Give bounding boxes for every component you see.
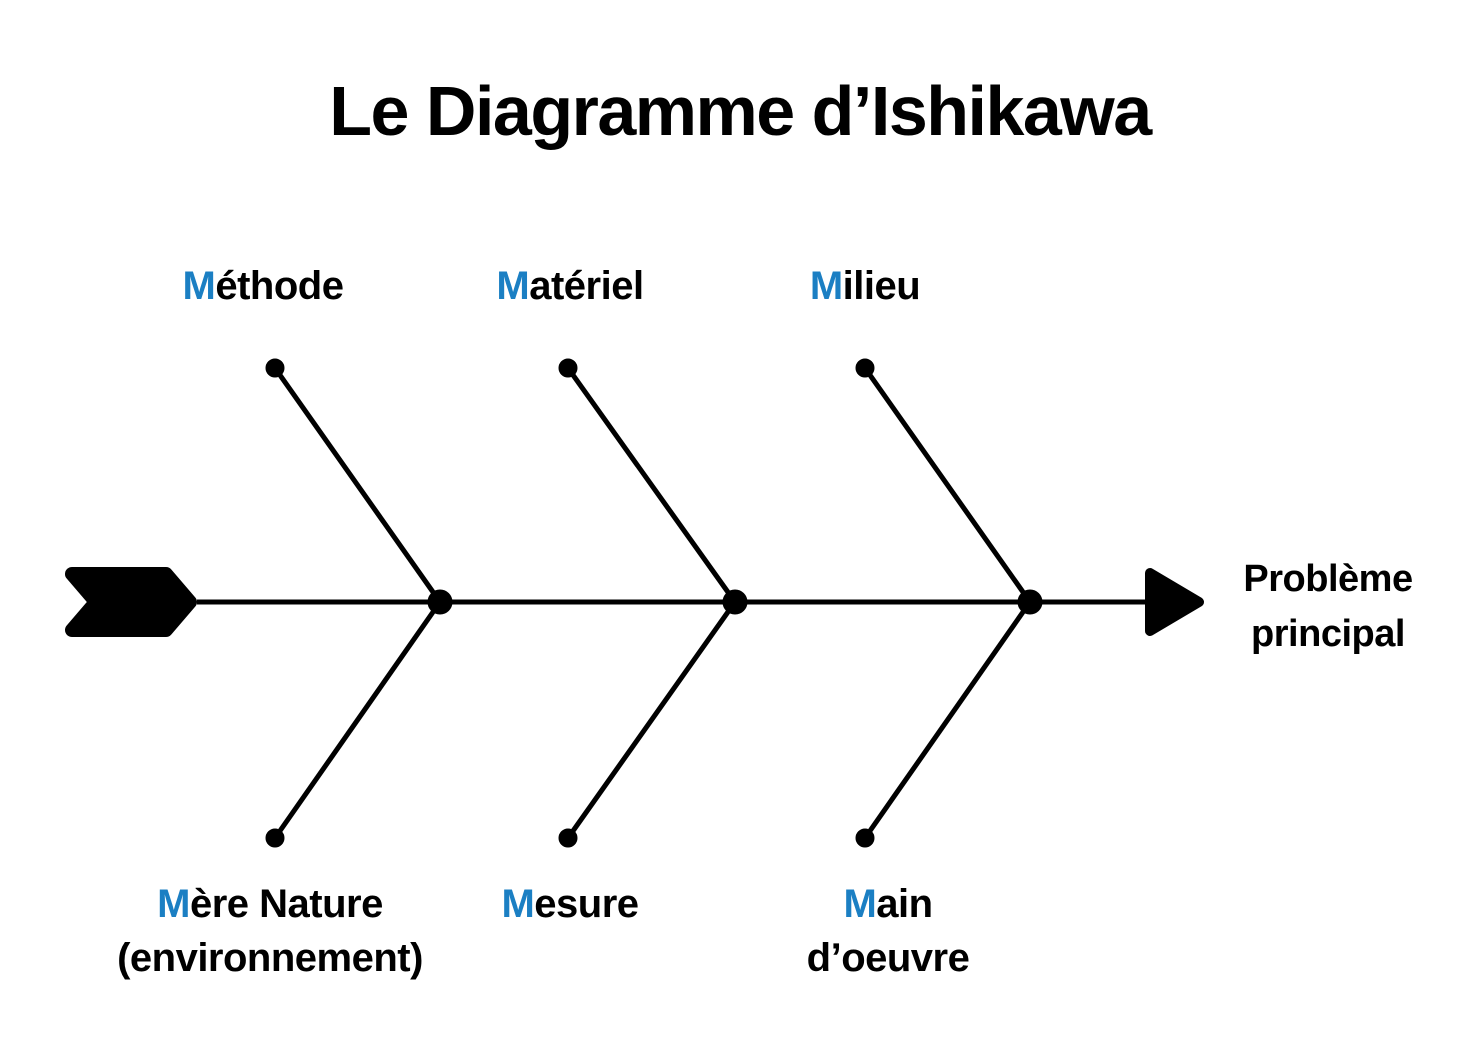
cause-label-materiel: Matériel	[496, 264, 644, 308]
cause-line1: Main	[807, 882, 970, 926]
cause-initial: M	[809, 264, 843, 308]
effect-line2: principal	[1251, 613, 1405, 655]
cause-initial: M	[157, 882, 190, 926]
cause-initial: M	[496, 264, 530, 308]
page-title: Le Diagramme d’Ishikawa	[329, 72, 1152, 150]
cause-rest: ilieu	[842, 264, 921, 308]
branch-end-dot	[558, 358, 578, 378]
branch-end-dot	[855, 358, 875, 378]
cause-line1: Mère Nature	[117, 882, 423, 926]
cause-rest: éthode	[215, 264, 344, 308]
spine-junction-dot	[722, 589, 748, 615]
cause-rest: atériel	[529, 264, 644, 308]
branch-line-main-doeuvre	[862, 600, 1033, 840]
cause-rest: esure	[534, 882, 639, 926]
spine-junction-dot	[1017, 589, 1043, 615]
branch-end-dot	[265, 358, 285, 378]
branch-end-dot	[855, 828, 875, 848]
effect-line1: Problème	[1243, 558, 1413, 600]
branch-line-mere-nature	[272, 600, 443, 840]
cause-line2: (environnement)	[117, 936, 423, 980]
cause-label-mere-nature: Mère Nature (environnement)	[117, 882, 423, 980]
cause-rest: ère Nature	[189, 882, 383, 926]
branch-line-milieu	[862, 366, 1033, 604]
cause-initial: M	[843, 882, 877, 926]
branch-line-methode	[272, 366, 443, 604]
cause-initial: M	[501, 882, 535, 926]
effect-label-probleme-principal: Problème principal	[1243, 552, 1413, 662]
cause-initial: M	[182, 264, 216, 308]
branch-end-dot	[558, 828, 578, 848]
cause-label-methode: Méthode	[183, 264, 344, 308]
cause-label-milieu: Milieu	[809, 264, 921, 308]
spine-junction-dot	[427, 589, 453, 615]
spine-arrowhead-icon	[1145, 568, 1204, 636]
cause-label-main-doeuvre: Main d’oeuvre	[807, 882, 970, 980]
cause-rest: ain	[876, 882, 933, 926]
branch-line-materiel	[565, 366, 738, 604]
branch-end-dot	[265, 828, 285, 848]
cause-label-mesure: Mesure	[501, 882, 639, 926]
branch-line-mesure	[565, 600, 738, 840]
fish-tail-chevron-icon	[65, 567, 197, 637]
cause-line2: d’oeuvre	[806, 936, 970, 980]
